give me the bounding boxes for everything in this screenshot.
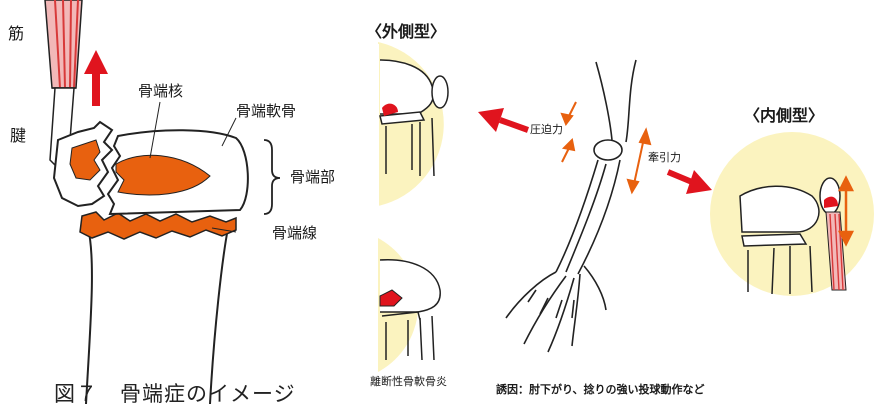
traction-arrow-up bbox=[84, 50, 108, 106]
lateral-type-title: 〈外側型〉 bbox=[366, 24, 446, 40]
label-tendon: 腱 bbox=[10, 128, 26, 144]
arm-illustration bbox=[506, 60, 636, 352]
medial-type-circle bbox=[710, 132, 874, 296]
arrow-to-medial bbox=[668, 170, 712, 194]
figure-caption: 図７ 骨端症のイメージ bbox=[54, 384, 296, 405]
cause-note: 誘因：肘下がり、捻りの強い投球動作など bbox=[496, 384, 705, 395]
label-ossification-center: 骨端核 bbox=[138, 84, 183, 99]
label-epiphyseal-cartilage: 骨端軟骨 bbox=[236, 104, 296, 119]
bone-shaft bbox=[86, 228, 228, 404]
right-figure bbox=[378, 42, 874, 372]
medial-type-title: 〈内側型〉 bbox=[744, 108, 824, 124]
label-muscle: 筋 bbox=[8, 26, 24, 42]
label-osteochondritis: 離断性骨軟骨炎 bbox=[370, 376, 447, 387]
osteochondritis-circle bbox=[378, 238, 440, 372]
label-epiphysis: 骨端部 bbox=[290, 170, 335, 185]
left-figure bbox=[45, 0, 280, 404]
compression-force-arrows bbox=[562, 102, 576, 162]
epiphyseal-line-band bbox=[80, 212, 236, 239]
muscle-illustration bbox=[45, 0, 82, 88]
label-epiphyseal-line: 骨端線 bbox=[272, 226, 317, 241]
label-compression-force: 圧迫力 bbox=[530, 124, 563, 135]
label-traction-force: 牽引力 bbox=[648, 152, 681, 163]
arrow-to-lateral bbox=[478, 108, 528, 132]
lateral-type-circle bbox=[378, 42, 448, 206]
traction-force-arrow bbox=[628, 130, 650, 192]
epiphysis-brace bbox=[264, 140, 280, 214]
